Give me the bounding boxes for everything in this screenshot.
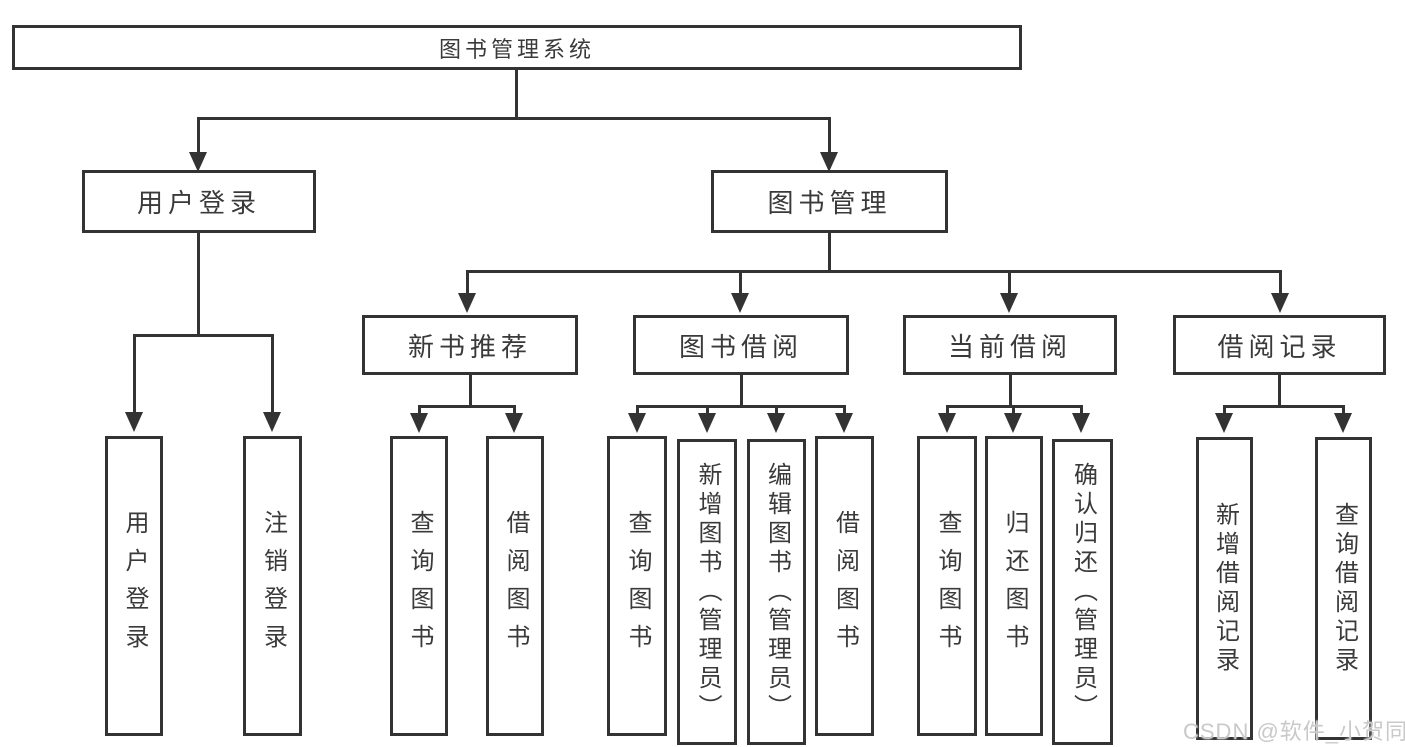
arrow-down-icon [731,293,749,313]
leaf-borrow-books-recommendation: 借阅图书 [486,436,544,736]
leaf-label: 新增借阅记录 [1211,501,1239,676]
connector-line [843,405,846,415]
leaf-user-login: 用户登录 [105,436,163,736]
arrow-down-icon [1271,293,1289,313]
leaf-label: 查询借阅记录 [1330,501,1358,676]
node-borrowing-records: 借阅记录 [1173,315,1386,375]
csdn-watermark: CSDN @软件_小贺同学 [1183,719,1405,744]
leaf-add-borrowing-record: 新增借阅记录 [1196,437,1253,740]
arrow-down-icon [1072,413,1090,433]
leaf-add-books-admin: 新增图书（管理员） [677,439,737,745]
leaf-label: 借阅图书 [831,510,859,662]
node-label: 用户登录 [136,188,261,218]
connector-line [739,270,742,295]
leaf-label: 注销登录 [259,510,287,662]
arrow-down-icon [505,413,523,433]
leaf-edit-books-admin: 编辑图书（管理员） [747,439,806,745]
leaf-label: 查询图书 [934,510,961,662]
connector-line [828,117,831,157]
connector-line [418,405,516,408]
leaf-query-books-borrowing: 查询图书 [607,436,667,736]
connector-line [775,405,778,415]
connector-line [1223,405,1226,415]
node-label: 新书推荐 [407,331,532,362]
leaf-borrow-books: 借阅图书 [815,436,874,736]
leaf-logout: 注销登录 [243,436,302,736]
arrow-down-icon [1215,413,1233,433]
arrow-down-icon [1000,293,1018,313]
arrow-down-icon [938,413,956,433]
leaf-label: 确认归还（管理员） [1069,461,1097,723]
connector-line [466,270,1282,273]
connector-line [197,117,831,120]
leaf-label: 新增图书（管理员） [694,461,721,723]
node-library-management-system: 图书管理系统 [12,25,1022,70]
leaf-label: 归还图书 [1001,510,1028,662]
node-label: 图书管理系统 [438,36,595,62]
node-user-login: 用户登录 [82,170,316,233]
leaf-query-books-recommendation: 查询图书 [390,436,448,736]
node-label: 图书管理 [767,188,892,218]
connector-line [466,270,469,295]
connector-line [740,375,743,408]
node-book-management: 图书管理 [711,170,948,233]
connector-line [418,405,421,415]
arrow-down-icon [820,152,838,172]
node-label: 图书借阅 [678,331,803,362]
connector-line [1342,405,1345,415]
node-label: 当前借阅 [947,331,1072,362]
arrow-down-icon [628,413,646,433]
arrow-down-icon [1004,413,1022,433]
connector-line [513,405,516,415]
connector-line [197,233,200,337]
arrow-down-icon [189,152,207,172]
connector-line [706,405,709,415]
node-label: 借阅记录 [1217,331,1342,362]
connector-line [133,334,274,337]
leaf-label: 用户登录 [121,510,148,662]
arrow-down-icon [410,413,428,433]
arrow-down-icon [263,412,281,432]
leaf-confirm-return-admin: 确认归还（管理员） [1052,439,1113,745]
connector-line [1008,270,1011,295]
arrow-down-icon [835,413,853,433]
node-new-book-recommendation: 新书推荐 [362,315,578,375]
leaf-query-borrowing-record: 查询借阅记录 [1315,437,1372,740]
connector-line [1223,405,1345,408]
connector-line [1012,405,1015,415]
connector-line [271,334,274,414]
connector-line [828,233,831,273]
connector-line [133,334,136,414]
connector-line [636,405,639,415]
connector-line [515,70,518,120]
arrow-down-icon [767,413,785,433]
leaf-label: 编辑图书（管理员） [763,461,791,723]
leaf-label: 查询图书 [624,510,651,662]
arrow-down-icon [458,293,476,313]
node-book-borrowing: 图书借阅 [633,315,849,375]
arrow-down-icon [125,412,143,432]
leaf-label: 查询图书 [406,510,433,662]
connector-line [1009,375,1012,408]
connector-line [946,405,949,415]
leaf-query-books-current: 查询图书 [917,436,977,736]
connector-line [1278,375,1281,408]
arrow-down-icon [698,413,716,433]
connector-line [469,375,472,408]
connector-line [1279,270,1282,295]
leaf-return-books: 归还图书 [985,436,1043,736]
connector-line [197,117,200,157]
connector-line [636,405,845,408]
connector-line [1080,405,1083,415]
leaf-label: 借阅图书 [502,510,529,662]
arrow-down-icon [1334,413,1352,433]
node-current-borrowing: 当前借阅 [903,315,1117,375]
